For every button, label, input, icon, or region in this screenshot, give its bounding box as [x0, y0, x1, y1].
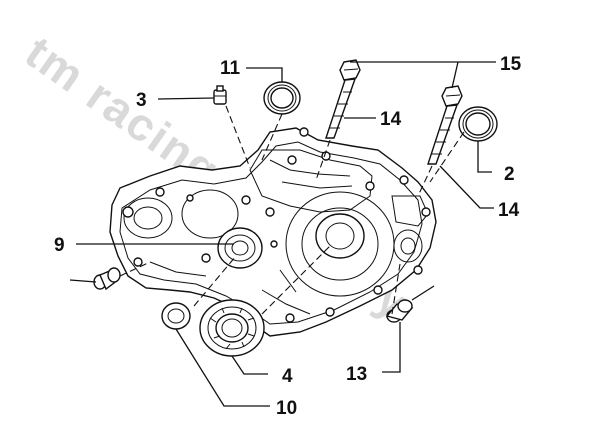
callout-15: 15 — [500, 54, 522, 75]
bearing-boss — [217, 227, 263, 269]
part-11-oil-seal — [263, 81, 301, 115]
crank-bore — [315, 213, 365, 259]
part-4-roller-bearing — [199, 299, 265, 357]
dowel-pin-left — [93, 267, 121, 291]
callout-labels: 3 11 15 14 2 14 9 4 13 10 — [54, 54, 522, 419]
part-13-bushing — [385, 299, 414, 323]
part-3-plug — [213, 85, 227, 105]
bolt-bosses — [122, 127, 431, 323]
callout-14-upper: 14 — [380, 109, 402, 130]
part-2-oil-seal — [458, 106, 498, 142]
part-10-washer — [161, 302, 191, 330]
callout-9: 9 — [54, 235, 65, 256]
assembly-axes — [119, 105, 465, 315]
callout-2: 2 — [504, 164, 515, 185]
stud-bolt-left — [325, 59, 361, 139]
stud-bolt-right — [427, 85, 463, 165]
callout-11: 11 — [220, 58, 241, 79]
leader-lines — [69, 61, 496, 407]
crankcase-half — [109, 127, 437, 337]
crankcase-outline — [109, 127, 437, 337]
callout-14-lower: 14 — [498, 200, 520, 221]
callout-4: 4 — [282, 366, 293, 387]
callout-13: 13 — [346, 364, 367, 385]
callout-10: 10 — [276, 398, 297, 419]
callout-3: 3 — [136, 90, 147, 111]
